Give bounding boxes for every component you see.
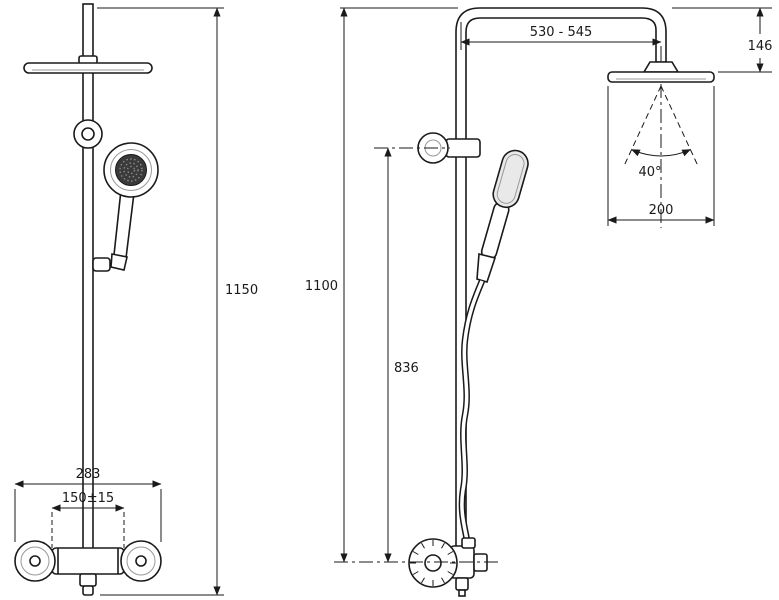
shower-hose-highlight (460, 280, 484, 549)
mixer-handle-right-ring (126, 546, 156, 576)
spray-nozzle-ring-inner (126, 165, 136, 175)
dim-label-mixer-width: 283 (76, 467, 101, 482)
front-view: 1150 283 150±15 (14, 3, 258, 596)
spray-nozzle-ring-mid (123, 162, 139, 178)
mixer-outlet-tip-front (82, 585, 94, 596)
dim-label-arm-reach: 530 - 545 (530, 25, 593, 40)
hand-shower-side (480, 149, 529, 260)
slider-knob (73, 119, 103, 149)
handwheel-knurling (410, 540, 456, 586)
mixer-handwheel-side (408, 538, 458, 588)
hand-shower-hose-nut-front (110, 253, 128, 271)
overhead-shower-front (23, 62, 153, 74)
mixer-handle-left-ring (20, 546, 50, 576)
dim-label-overall-height: 1150 (225, 283, 258, 298)
hand-shower-head-side (492, 149, 529, 209)
mixer-outlet-side (455, 577, 469, 591)
dim-label-head-diameter: 200 (649, 203, 674, 218)
slider-knob-hub (81, 127, 95, 141)
hand-shower-handle-side (480, 201, 510, 260)
mixer-body-front (51, 547, 125, 575)
dim-head-drop: 146 (672, 7, 773, 73)
holder-clamp (445, 138, 481, 158)
dim-arm-reach: 530 - 545 (460, 22, 662, 61)
dim-overall-height: 1150 (97, 7, 258, 596)
side-view: 40° 200 530 - 545 146 (305, 7, 773, 597)
dim-label-holder-height: 836 (394, 361, 419, 376)
dim-label-inlet-spacing: 150±15 (62, 491, 114, 506)
spray-nozzle-ring-outer (119, 158, 143, 182)
overhead-shower-cone (642, 61, 680, 73)
hand-shower-handle-front (113, 189, 135, 259)
hand-shower-head-side-detail (496, 154, 525, 204)
dim-inlet-spacing: 150±15 (51, 491, 125, 548)
hose-cone-nut (476, 252, 497, 283)
overhead-shower-side (607, 71, 715, 83)
dim-mixer-width: 283 (14, 467, 162, 542)
hose-elbow-front (92, 257, 111, 272)
handwheel-hub (424, 554, 442, 572)
dim-spray-angle: 40° (623, 84, 699, 228)
hose-connection-side (461, 537, 476, 549)
mixer-outlet-front (79, 573, 97, 587)
mixer-outlet-tip-side (458, 589, 466, 597)
dim-label-head-drop: 146 (748, 39, 773, 54)
dim-head-diameter: 200 (607, 86, 715, 226)
mixer-handle-right-hub (135, 555, 147, 567)
dim-label-spray-angle: 40° (638, 165, 661, 180)
dim-riser-height: 1100 (305, 7, 500, 563)
hand-shower-head-ring (110, 149, 152, 191)
dim-label-riser-height: 1100 (305, 279, 338, 294)
mixer-handle-left-hub (29, 555, 41, 567)
dim-holder-height: 836 (374, 147, 450, 563)
